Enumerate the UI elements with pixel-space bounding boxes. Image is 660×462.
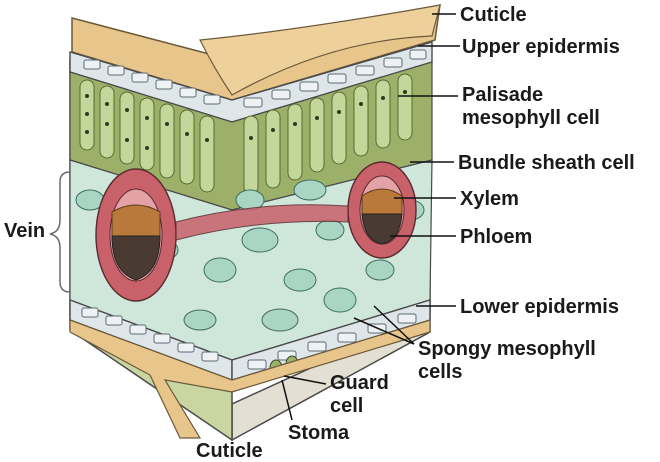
leader-lines (281, 13, 460, 421)
label-phloem: Phloem (460, 226, 533, 248)
vein-left (95, 168, 177, 302)
lower-cuticle (69, 319, 431, 439)
label-palisade-line2: mesophyll cell (462, 107, 600, 129)
label-xylem: Xylem (460, 188, 519, 210)
label-cuticle-top: Cuticle (460, 4, 527, 26)
cuticle-flap (199, 4, 441, 96)
label-vein: Vein (4, 220, 46, 242)
label-guard-line1: Guard (330, 372, 389, 394)
label-spongy-line1: Spongy mesophyll (418, 338, 596, 360)
label-stoma: Stoma (288, 422, 350, 444)
spongy-cells (75, 179, 425, 332)
label-upper-epidermis: Upper epidermis (462, 36, 620, 58)
label-lower-epidermis: Lower epidermis (460, 296, 619, 318)
label-spongy-line2: cells (418, 361, 463, 383)
palisade-chloroplasts (85, 90, 407, 150)
label-bundle-sheath-cell: Bundle sheath cell (458, 152, 635, 174)
vein-strand (175, 204, 349, 241)
vein-right (347, 161, 417, 259)
label-palisade-line1: Palisade (462, 84, 544, 106)
label-guard-line2: cell (330, 395, 364, 417)
label-cuticle-bottom: Cuticle (196, 440, 263, 462)
upper-epidermis-cells (83, 49, 427, 108)
lower-epidermis-cells (81, 307, 417, 370)
vein-bracket (49, 171, 71, 293)
